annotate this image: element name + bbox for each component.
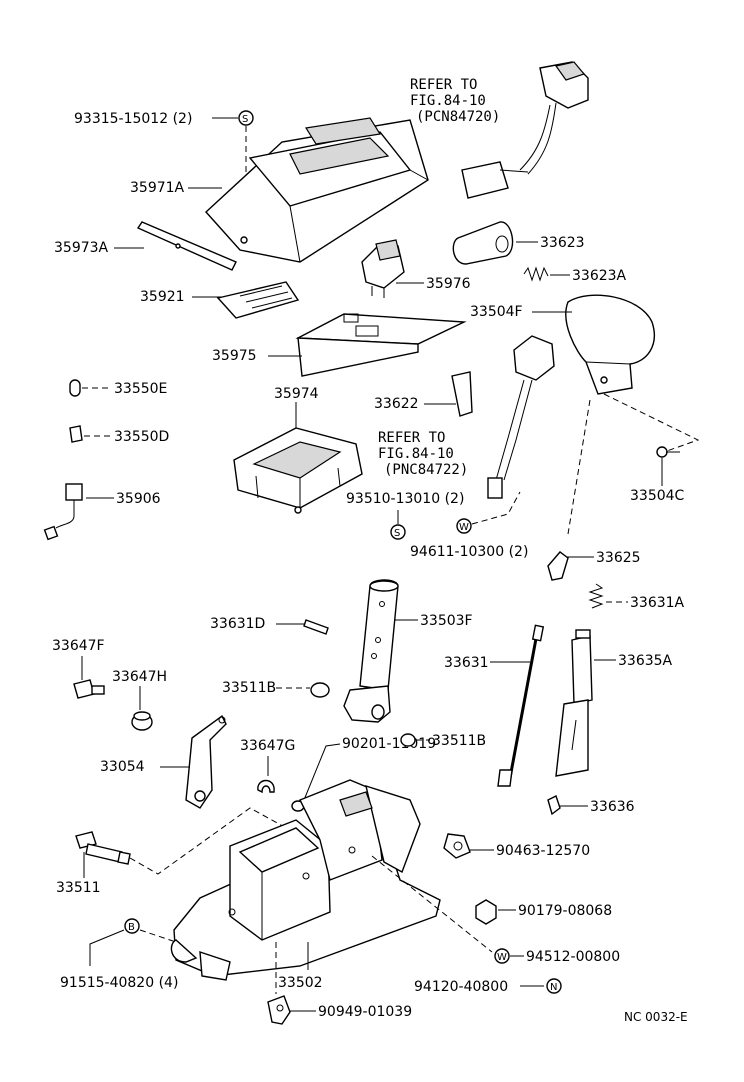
label-91515-40820: 91515-40820 (4) (60, 975, 178, 991)
button-33625 (547, 551, 569, 581)
bushing-33647H-icon (131, 711, 153, 731)
marker-w-text: W (459, 522, 469, 533)
marker-w-icon (456, 518, 472, 534)
label-33511B-a: 33511B (222, 680, 276, 696)
label-93315-15012: 93315-15012 (2) (74, 111, 192, 127)
label-90949-01039: 90949-01039 (318, 1004, 412, 1020)
shift-lever (343, 579, 399, 723)
label-35971A: 35971A (130, 180, 185, 196)
label-35921: 35921 (140, 289, 185, 305)
marker-s-text-2: S (394, 528, 400, 539)
rod-sleeve (555, 629, 593, 777)
label-35974: 35974 (274, 386, 319, 402)
label-94512-00800: 94512-00800 (526, 949, 620, 965)
spring-33631A-icon (588, 583, 604, 609)
grommet-90949-icon (267, 995, 291, 1025)
label-35976: 35976 (426, 276, 471, 292)
clamp-90463-icon (443, 833, 471, 859)
shift-rod (497, 624, 545, 787)
label-33623: 33623 (540, 235, 585, 251)
label-94120-40800: 94120-40800 (414, 979, 508, 995)
clip-33647G-icon (257, 779, 275, 794)
bushing-33511B-b-icon (400, 733, 416, 747)
bulb-socket (43, 483, 83, 541)
label-33625: 33625 (596, 550, 641, 566)
label-90179-08068: 90179-08068 (518, 903, 612, 919)
label-33623A: 33623A (572, 268, 627, 284)
base-bracket-33502 (170, 779, 441, 981)
spring-icon (523, 266, 549, 282)
marker-w-icon-2 (494, 948, 510, 964)
label-33550D: 33550D (114, 429, 169, 445)
label-33550E: 33550E (114, 381, 167, 397)
label-33511B-b: 33511B (432, 733, 486, 749)
label-33503F: 33503F (420, 613, 473, 629)
clip-33636-icon (547, 795, 561, 816)
nut-90179-icon (475, 899, 497, 925)
label-35975: 35975 (212, 348, 257, 364)
ref2-line1: REFER TO (378, 430, 445, 446)
marker-s-icon-2 (390, 524, 406, 540)
shift-knob (565, 294, 655, 395)
shift-lock-switch (487, 335, 555, 499)
label-33635A: 33635A (618, 653, 673, 669)
label-33502: 33502 (278, 975, 323, 991)
ref1-line3: (PCN84720) (416, 109, 500, 125)
label-94611-10300: 94611-10300 (2) (410, 544, 528, 560)
cylinder-part (452, 221, 514, 265)
label-33622: 33622 (374, 396, 419, 412)
label-33636: 33636 (590, 799, 635, 815)
bulb-33550D-icon (69, 425, 83, 443)
label-33504C: 33504C (630, 488, 685, 504)
label-33054: 33054 (100, 759, 145, 775)
ref1-line1: REFER TO (410, 77, 477, 93)
label-90463-12570: 90463-12570 (496, 843, 590, 859)
insert-plate (216, 281, 300, 319)
label-33631D: 33631D (210, 616, 265, 632)
pin-33631D-icon (303, 619, 329, 635)
marker-n-text: N (550, 982, 557, 993)
position-indicator-housing (233, 427, 363, 514)
label-33647H: 33647H (112, 669, 167, 685)
label-33511: 33511 (56, 880, 101, 896)
label-35973A: 35973A (54, 240, 109, 256)
label-33631: 33631 (444, 655, 489, 671)
marker-w-text-2: W (497, 952, 507, 963)
label-33647G: 33647G (240, 738, 295, 754)
label-33631A: 33631A (630, 595, 685, 611)
pattern-switch (461, 61, 589, 199)
screw-33504C-icon (656, 446, 680, 458)
label-90201-11019: 90201-11019 (342, 736, 436, 752)
ref2-line2: FIG.84-10 (378, 446, 454, 462)
bolt-33647F-icon (73, 679, 105, 699)
label-33647F: 33647F (52, 638, 105, 654)
label-35906: 35906 (116, 491, 161, 507)
bulb-33550E-icon (69, 379, 81, 397)
marker-n-icon (546, 978, 562, 994)
bracket-33054 (185, 714, 227, 809)
pivot-bolt-33511 (75, 831, 131, 865)
ref2-line3: (PNC84722) (384, 462, 468, 478)
label-33504F: 33504F (470, 304, 523, 320)
marker-s-text: S (242, 114, 248, 125)
console-cover (205, 117, 429, 263)
label-93510-13010: 93510-13010 (2) (346, 491, 464, 507)
cover-33622 (451, 371, 473, 417)
indicator-plate (295, 313, 467, 377)
ref1-line2: FIG.84-10 (410, 93, 486, 109)
marker-b-text: B (128, 922, 135, 933)
gasket-strip (136, 221, 237, 271)
marker-b-icon (124, 918, 140, 934)
bushing-33511B-icon (310, 682, 330, 698)
marker-s-icon (238, 110, 254, 126)
figure-code: NC 0032-E (624, 1010, 688, 1024)
knob-switch (361, 239, 405, 298)
